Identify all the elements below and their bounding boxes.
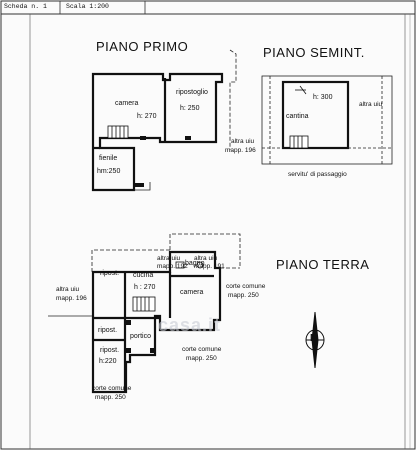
piano-primo-plan — [91, 72, 224, 192]
room-ripost-terra: ripost. — [100, 270, 120, 277]
room-cucina: cucina — [133, 272, 154, 279]
room-ripostiglio-height: h: 250 — [180, 105, 200, 112]
room-cantina: cantina — [286, 113, 309, 120]
note-altra-uiu-primo: altra uiu — [231, 138, 255, 145]
room-ripost-small-1: ripost. — [98, 327, 118, 334]
note-mapp-196-terra: mapp. 196 — [56, 295, 87, 302]
north-label: N — [310, 333, 318, 344]
note-mapp-250-right: mapp. 250 — [228, 292, 259, 299]
note-mapp-250-bottom: mapp. 250 — [95, 394, 126, 401]
note-corte-comune-bottom: corte comune — [92, 385, 132, 392]
note-mapp-196-primo: mapp. 196 — [225, 147, 256, 154]
room-ripostiglio: ripostoglio — [176, 89, 208, 96]
portico-columns — [126, 320, 155, 353]
stairs-semint — [289, 135, 309, 149]
note-mapp-250-mid: mapp. 250 — [186, 355, 217, 362]
wall-detail — [140, 136, 146, 140]
room-ripost-small-2-height: h:220 — [99, 358, 117, 365]
bagno-fixtures — [175, 261, 204, 269]
room-portico: portico — [130, 333, 152, 340]
scale-label: Scala 1:200 — [66, 3, 109, 10]
room-camera-primo-height: h: 270 — [137, 113, 157, 120]
title-piano-semint: PIANO SEMINT. — [263, 45, 365, 60]
piano-semint-plan — [281, 80, 350, 150]
stairs-primo — [107, 125, 129, 139]
note-mapp-191: mapp. 191 — [194, 263, 225, 270]
room-bagno: bagno — [185, 260, 205, 267]
sheet-number: Scheda n. 1 — [4, 3, 47, 10]
note-altra-uiu-192: altra uiu — [157, 255, 181, 262]
room-camera-terra: camera — [180, 289, 204, 296]
semint-boundary — [261, 75, 393, 165]
title-piano-primo: PIANO PRIMO — [96, 39, 189, 54]
room-fienile: fienile — [99, 155, 118, 162]
room-camera-primo: camera — [115, 100, 139, 107]
title-piano-terra: PIANO TERRA — [276, 257, 370, 272]
room-cucina-height: h : 270 — [134, 284, 156, 291]
note-altra-uiu-196-terra: altra uiu — [56, 286, 80, 293]
room-cantina-height: h: 300 — [313, 94, 333, 101]
note-altra-uiu-semint: altra uiu — [359, 101, 383, 108]
note-altra-uiu-191: altra uiu — [194, 255, 218, 262]
note-corte-comune-mid: corte comune — [182, 346, 222, 353]
north-arrow — [305, 311, 325, 369]
room-fienile-height: hm:250 — [97, 168, 121, 175]
note-servitu-passaggio: servitu' di passaggio — [288, 171, 347, 178]
piano-terra-plan — [91, 250, 222, 394]
stairs-terra — [132, 296, 156, 312]
watermark: casa.it — [158, 315, 222, 335]
note-corte-comune-right: corte comune — [226, 283, 266, 290]
room-ripost-small-2: ripost. — [100, 347, 120, 354]
note-mapp-192: mapp. 192 — [157, 263, 188, 270]
